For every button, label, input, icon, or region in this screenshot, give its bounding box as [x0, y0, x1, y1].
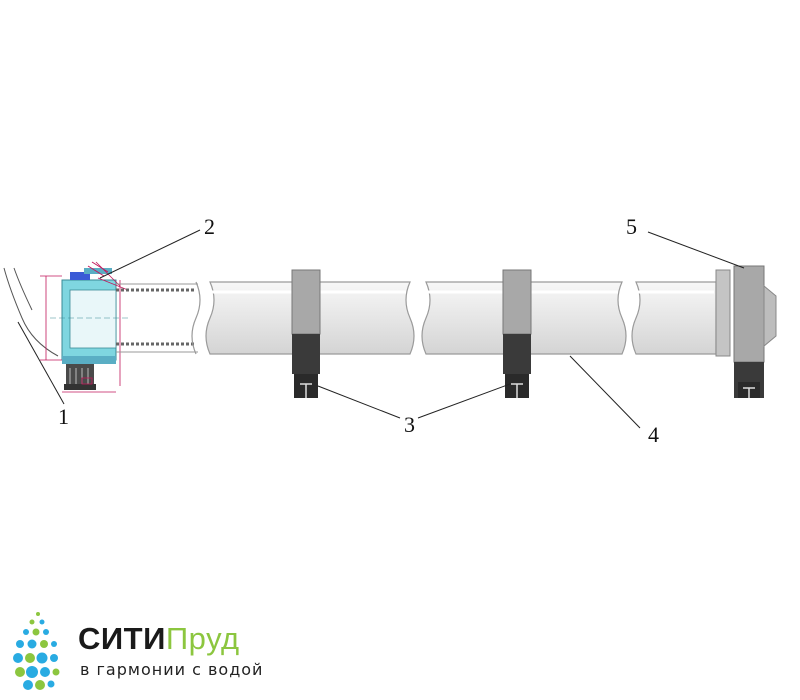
- pipe-clamp: [502, 269, 532, 398]
- leader-lines: [17, 229, 745, 429]
- pipe-segment: [631, 281, 717, 355]
- pipe-clamp: [291, 269, 321, 398]
- brand-name-part2: Пруд: [165, 621, 240, 656]
- brand-tagline: в гармонии с водой: [80, 660, 264, 679]
- company-logo: СИТИПруд в гармонии с водой: [8, 608, 298, 692]
- callout-3: 3: [404, 412, 415, 437]
- end-cap: [715, 265, 777, 398]
- callout-4: 4: [648, 422, 659, 447]
- perforated-tube: [116, 283, 198, 353]
- brand-name-part1: СИТИ: [78, 621, 166, 656]
- water-drops-icon: [13, 612, 60, 690]
- callout-2: 2: [204, 214, 215, 239]
- tank-wall: [3, 267, 59, 357]
- wall-fitting: [40, 261, 130, 393]
- callout-1: 1: [58, 404, 69, 429]
- callout-5: 5: [626, 214, 637, 239]
- brand-name: СИТИПруд: [78, 622, 240, 656]
